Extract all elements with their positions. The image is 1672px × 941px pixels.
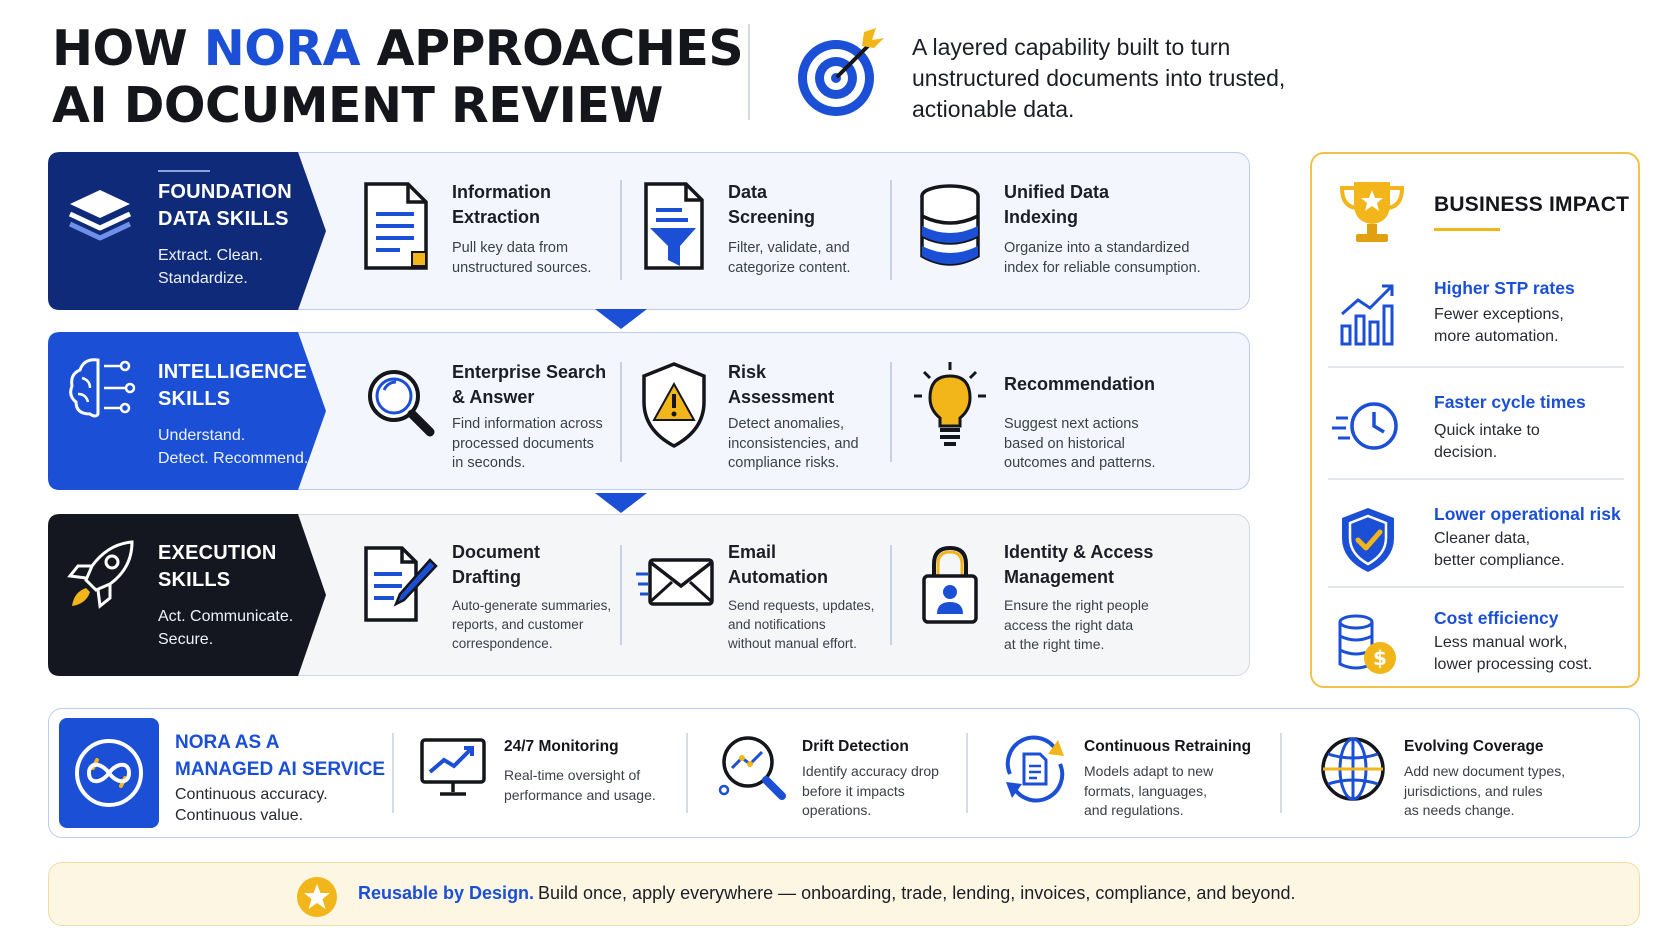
coins-dollar-icon: $: [1338, 614, 1396, 674]
footer-bold-text: Reusable by Design.: [358, 883, 535, 903]
impact-separator: [1328, 366, 1624, 368]
service-separator: [392, 733, 394, 813]
title-prefix: HOW: [52, 20, 204, 77]
impact-item-operational-risk: Lower operational risk Cleaner data,bett…: [1332, 504, 1632, 576]
monitor-chart-icon: [420, 738, 486, 796]
service-item-evolving-coverage: Evolving Coverage Add new document types…: [1318, 734, 1618, 818]
capability-separator: [890, 362, 892, 462]
impact-item-cost-efficiency: $ Cost efficiency Less manual work,lower…: [1332, 608, 1632, 680]
trophy-icon: [1339, 182, 1405, 242]
filter-document-icon: [644, 182, 704, 270]
growth-chart-icon: [1340, 284, 1394, 346]
lightbulb-icon: [914, 362, 986, 446]
padlock-user-icon: [922, 545, 978, 624]
footer-text: Build once, apply everywhere — onboardin…: [538, 883, 1296, 903]
title-rest: APPROACHES: [360, 20, 744, 77]
magnifier-trend-icon: [718, 736, 786, 800]
shield-check-icon: [1342, 508, 1394, 572]
envelope-icon: [636, 558, 714, 606]
rocket-icon: [67, 540, 134, 609]
page-title: HOW NORA APPROACHES AI DOCUMENT REVIEW: [52, 20, 744, 134]
foundation-subtitle: Extract. Clean.Standardize.: [158, 247, 263, 287]
document-pen-icon: [364, 546, 438, 622]
down-arrow: [595, 309, 647, 329]
impact-separator: [1328, 586, 1624, 588]
header-divider: [748, 24, 750, 120]
fast-clock-icon: [1332, 402, 1398, 450]
down-arrow: [595, 493, 647, 513]
business-impact-title: BUSINESS IMPACT: [1434, 193, 1630, 216]
execution-subtitle: Act. Communicate.Secure.: [158, 608, 294, 648]
capability-separator: [890, 180, 892, 280]
header-tagline: A layered capability built to turn unstr…: [912, 34, 1286, 122]
document-icon: [364, 182, 428, 270]
target-icon: [798, 28, 884, 116]
capability-enterprise-search: Enterprise Search& Answer Find informati…: [360, 360, 610, 480]
impact-item-stp: Higher STP rates Fewer exceptions,more a…: [1332, 278, 1632, 350]
impact-separator: [1328, 478, 1624, 480]
service-separator: [686, 733, 688, 813]
infinity-icon: [75, 739, 143, 807]
globe-icon: [1321, 737, 1385, 801]
svg-text:$: $: [1373, 646, 1387, 670]
brain-circuit-icon: [69, 358, 136, 418]
service-separator: [966, 733, 968, 813]
database-icon: [920, 184, 980, 266]
layers-icon: [68, 190, 132, 241]
intelligence-subtitle: Understand.Detect. Recommend.: [158, 427, 309, 467]
capability-separator: [620, 545, 622, 645]
managed-service-badge: [59, 718, 159, 828]
title-line-2: AI DOCUMENT REVIEW: [52, 77, 663, 134]
capability-separator: [620, 362, 622, 462]
warning-shield-icon: [642, 362, 706, 448]
refresh-document-icon: [1005, 735, 1065, 803]
star-icon: [297, 877, 337, 917]
service-item-retraining: Continuous Retraining Models adapt to ne…: [1000, 734, 1280, 818]
capability-separator: [620, 180, 622, 280]
service-separator: [1280, 733, 1282, 813]
impact-title-rule: [1434, 228, 1500, 231]
capability-separator: [890, 545, 892, 645]
magnifier-icon: [368, 370, 435, 437]
title-accent: NORA: [203, 20, 361, 77]
managed-service-subtitle: Continuous accuracy.Continuous value.: [175, 786, 328, 824]
label-rule: [158, 170, 210, 172]
